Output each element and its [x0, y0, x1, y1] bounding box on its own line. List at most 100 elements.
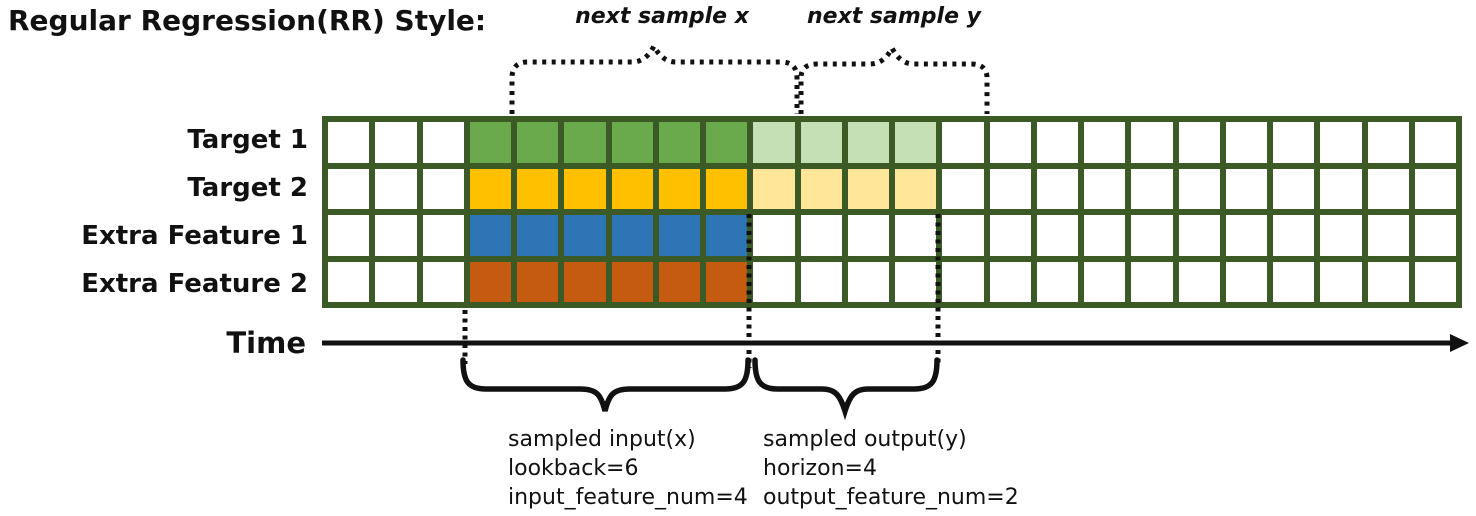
grid-cell — [375, 261, 417, 302]
grid-cell — [1225, 215, 1267, 256]
grid-cell — [1036, 122, 1078, 163]
grid-cell — [706, 261, 748, 302]
grid-cell — [753, 122, 795, 163]
grid-cell — [375, 215, 417, 256]
grid-cell — [328, 215, 370, 256]
grid-cell — [847, 122, 889, 163]
grid-cell — [753, 261, 795, 302]
grid-cell — [1178, 122, 1220, 163]
grid-cell — [989, 215, 1031, 256]
sampled-input-annotation: sampled input(x) lookback=6 input_featur… — [508, 425, 748, 512]
grid-cell — [328, 261, 370, 302]
grid-cell — [942, 122, 984, 163]
grid-cell — [1036, 168, 1078, 209]
grid-cell — [1178, 215, 1220, 256]
time-axis-label: Time — [226, 326, 306, 360]
lookback-value: lookback=6 — [508, 456, 639, 481]
grid-cell — [753, 215, 795, 256]
grid-cell — [564, 215, 606, 256]
grid-cell — [895, 168, 937, 209]
grid-cell — [1036, 261, 1078, 302]
grid-cell — [1084, 261, 1126, 302]
next-sample-x-label: next sample x — [575, 4, 749, 29]
grid-cell — [1320, 168, 1362, 209]
grid-cell — [800, 261, 842, 302]
grid-cell — [1414, 122, 1456, 163]
grid-cell — [800, 168, 842, 209]
grid-cell — [989, 168, 1031, 209]
grid-cell — [564, 168, 606, 209]
grid-cell — [1273, 215, 1315, 256]
grid-cell — [942, 168, 984, 209]
grid-cell — [989, 261, 1031, 302]
sampled-input-brace — [460, 357, 751, 412]
grid-cell — [1273, 261, 1315, 302]
grid-cell — [895, 261, 937, 302]
grid-cell — [1367, 122, 1409, 163]
grid-cell — [1414, 261, 1456, 302]
grid-cell — [375, 122, 417, 163]
sampled-output-brace — [752, 357, 940, 421]
next-sample-y-brace — [798, 42, 990, 114]
grid-cell — [517, 261, 559, 302]
grid-cell — [942, 261, 984, 302]
grid-cell — [469, 168, 511, 209]
grid-cell — [469, 122, 511, 163]
grid-cell — [847, 168, 889, 209]
grid-cell — [847, 261, 889, 302]
grid-cell — [328, 122, 370, 163]
row-label-target-2: Target 2 — [187, 173, 308, 203]
grid-cell — [847, 215, 889, 256]
grid-cell — [753, 168, 795, 209]
grid-cell — [895, 122, 937, 163]
grid-cell — [989, 122, 1031, 163]
page-title: Regular Regression(RR) Style: — [8, 4, 487, 37]
time-axis-arrowhead — [1450, 334, 1469, 352]
grid-cell — [517, 122, 559, 163]
grid-cell — [1131, 261, 1173, 302]
grid-cell — [1178, 261, 1220, 302]
grid-cell — [706, 122, 748, 163]
grid-cell — [1320, 122, 1362, 163]
grid-cell — [1131, 215, 1173, 256]
grid-cell — [469, 215, 511, 256]
grid-cell — [375, 168, 417, 209]
grid-cell — [706, 215, 748, 256]
row-label-extra-feature-1: Extra Feature 1 — [81, 221, 308, 251]
grid-cell — [658, 261, 700, 302]
grid-cell — [1131, 168, 1173, 209]
grid-cell — [1084, 215, 1126, 256]
grid-cell — [1178, 168, 1220, 209]
grid-cell — [517, 168, 559, 209]
input-feature-num: input_feature_num=4 — [508, 485, 748, 510]
horizon-value: horizon=4 — [763, 456, 877, 481]
grid-cell — [658, 122, 700, 163]
grid-cell — [658, 168, 700, 209]
grid-cell — [1367, 215, 1409, 256]
grid-cell — [800, 215, 842, 256]
grid-cell — [1367, 168, 1409, 209]
grid-cell — [1036, 215, 1078, 256]
grid-cell — [422, 122, 464, 163]
grid-cell — [611, 215, 653, 256]
row-label-extra-feature-2: Extra Feature 2 — [81, 269, 308, 299]
sampled-output-title: sampled output(y) — [763, 427, 967, 452]
grid-cell — [706, 168, 748, 209]
grid-cell — [422, 215, 464, 256]
grid-cell — [564, 122, 606, 163]
grid-cell — [942, 215, 984, 256]
grid-cell — [1273, 168, 1315, 209]
grid-cell — [1225, 168, 1267, 209]
grid-cell — [1273, 122, 1315, 163]
grid-cell — [1367, 261, 1409, 302]
grid-cell — [1320, 215, 1362, 256]
grid-cell — [422, 261, 464, 302]
grid-cell — [1131, 122, 1173, 163]
grid-cell — [1225, 261, 1267, 302]
grid — [322, 116, 1462, 308]
next-sample-x-brace — [509, 40, 800, 114]
grid-cell — [895, 215, 937, 256]
grid-cell — [517, 215, 559, 256]
